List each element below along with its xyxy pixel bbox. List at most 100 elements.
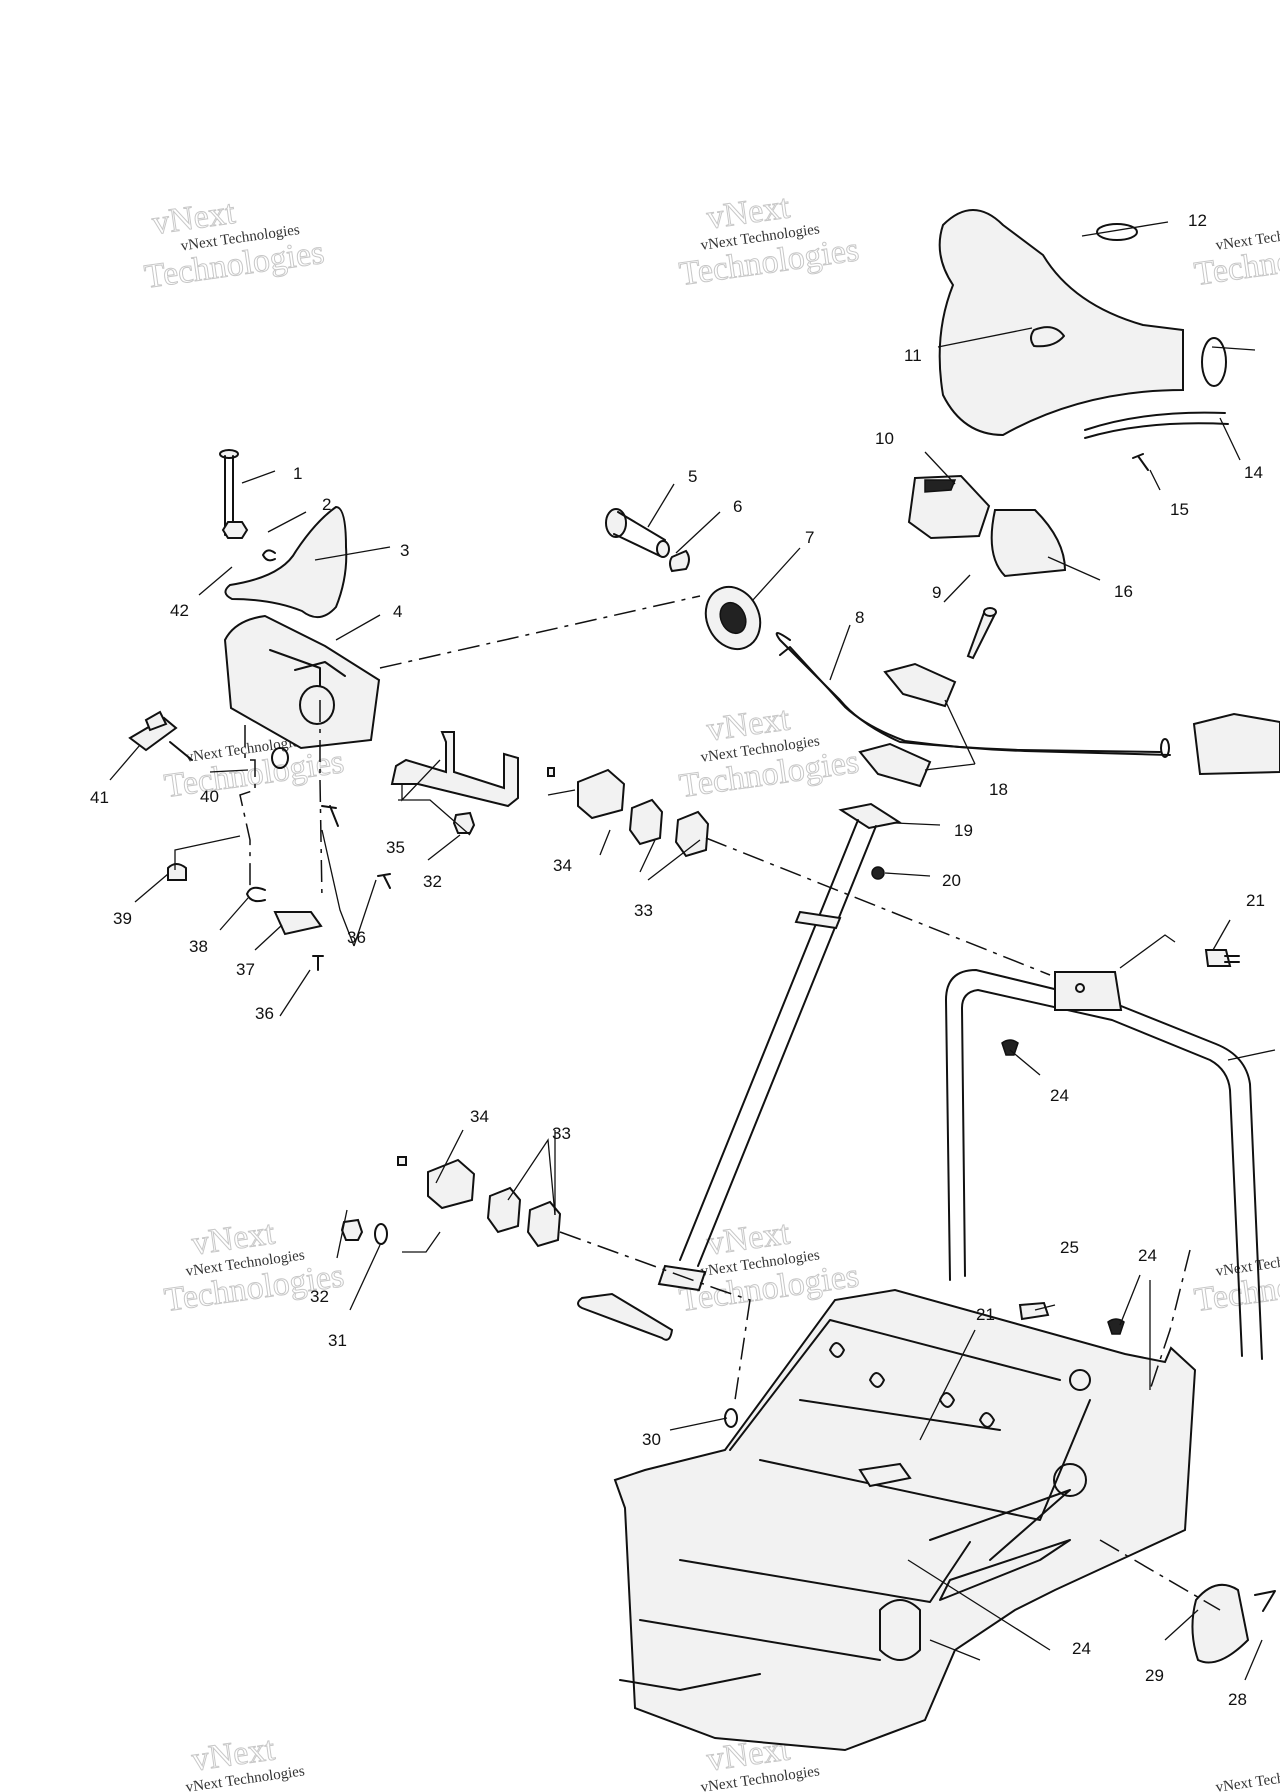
- part-ring-mount: [704, 585, 762, 651]
- callout-33b: 33: [552, 1124, 571, 1143]
- part-support-hoop: [945, 969, 1263, 1360]
- callout-28: 28: [1228, 1690, 1247, 1709]
- part-mount-bracket: [390, 731, 519, 808]
- callout-7: 7: [805, 528, 814, 547]
- callout-24c: 24: [1072, 1639, 1091, 1658]
- centerline-bushing-lower: [559, 1231, 751, 1401]
- callout-15: 15: [1170, 500, 1189, 519]
- callout-24a: 24: [1050, 1086, 1069, 1105]
- callout-21a: 21: [1246, 891, 1265, 910]
- callout-8: 8: [855, 608, 864, 627]
- part-sensor-41: [128, 710, 193, 761]
- centerline-pin-vertical: [319, 700, 323, 901]
- callout-11: 11: [904, 346, 922, 365]
- svg-text:vNext Technologies: vNext Technologies: [1215, 1763, 1280, 1792]
- callout-24b: 24: [1138, 1246, 1157, 1265]
- callout-18: 18: [989, 780, 1008, 799]
- part-bolt-9: [966, 607, 997, 660]
- centerline-housing-ring: [379, 595, 701, 669]
- part-switch-cover: [990, 509, 1067, 578]
- part-e-clip-top: [262, 549, 276, 562]
- part-handlebar-clamps: [858, 662, 957, 788]
- callout-42: 42: [170, 601, 189, 620]
- part-bushing-stack-lower: [397, 1156, 562, 1248]
- callout-41: 41: [90, 788, 109, 807]
- part-switch-housing: [907, 474, 991, 540]
- centerline-hoop-right: [1149, 1249, 1191, 1391]
- callout-2: 2: [322, 495, 331, 514]
- callout-36b: 36: [255, 1004, 274, 1023]
- part-bulkhead: [613, 1288, 1197, 1752]
- part-column-plate: [838, 802, 902, 830]
- callout-29: 29: [1145, 1666, 1164, 1685]
- callout-5: 5: [688, 467, 697, 486]
- callout-38: 38: [189, 937, 208, 956]
- part-lever-bracket: [224, 505, 348, 618]
- watermark-8: vNext Technologies Technologies: [1192, 1247, 1280, 1319]
- part-handlebar: [775, 632, 1171, 758]
- part-steering-column: [657, 819, 877, 1292]
- part-bolt-25: [1018, 1301, 1050, 1321]
- part-washer-31: [374, 1223, 388, 1245]
- part-nut-32a: [452, 811, 476, 834]
- part-bushing: [669, 549, 690, 573]
- part-nut-42: [221, 521, 249, 539]
- part-plug-39: [167, 863, 187, 881]
- callout-9: 9: [932, 583, 941, 602]
- part-pivot-pin: [605, 508, 670, 558]
- callout-31: 31: [328, 1331, 347, 1350]
- callout-4: 4: [393, 602, 402, 621]
- part-bushing-stack-upper: [547, 767, 710, 858]
- watermark-2: vNext vNext Technologies Technologies: [677, 188, 862, 294]
- callout-19: 19: [954, 821, 973, 840]
- part-oring-40: [271, 747, 289, 769]
- part-e-clip-lower: [246, 886, 266, 903]
- part-plate-37: [273, 911, 323, 936]
- part-handlebar-pad: [938, 209, 1229, 439]
- callout-30: 30: [642, 1430, 661, 1449]
- callout-32b: 32: [310, 1287, 329, 1306]
- part-screw-36b: [377, 873, 391, 889]
- centerline-sensor: [239, 725, 256, 890]
- callout-labels: 1 2 3 4 5 6 7 8 9 10 11 12 14 15 16 18 1…: [90, 211, 1265, 1709]
- part-rear-cover: [1191, 1583, 1276, 1664]
- part-nut-20: [871, 866, 885, 880]
- callout-14: 14: [1244, 463, 1263, 482]
- centerline-bushing-upper: [705, 837, 1051, 976]
- callout-1: 1: [293, 464, 302, 483]
- centerline-cover: [1099, 1539, 1221, 1611]
- callout-40: 40: [200, 787, 219, 806]
- callout-34b: 34: [470, 1107, 489, 1126]
- part-steering-arm: [577, 1292, 674, 1341]
- callout-20: 20: [942, 871, 961, 890]
- callout-37: 37: [236, 960, 255, 979]
- callout-33a: 33: [634, 901, 653, 920]
- part-throttle-housing: [223, 614, 381, 750]
- part-screw-36a: [321, 805, 339, 827]
- callout-34a: 34: [553, 856, 572, 875]
- callout-3: 3: [400, 541, 409, 560]
- part-screw-36c: [312, 955, 324, 971]
- part-nut-32b: [340, 1218, 364, 1241]
- part-clip-24b: [1107, 1318, 1125, 1335]
- callout-6: 6: [733, 497, 742, 516]
- watermark-5: vNext vNext Technologies Technologies: [677, 700, 862, 806]
- watermark-9: vNext vNext Technologies: [185, 1730, 306, 1792]
- callout-12: 12: [1188, 211, 1207, 230]
- callout-21b: 21: [976, 1305, 995, 1324]
- callout-32a: 32: [423, 872, 442, 891]
- callout-36a: 36: [347, 928, 366, 947]
- part-control-block-right: [1192, 712, 1280, 776]
- leader-lines: [109, 221, 1276, 1681]
- callout-39: 39: [113, 909, 132, 928]
- callout-25: 25: [1060, 1238, 1079, 1257]
- callout-35: 35: [386, 838, 405, 857]
- callout-10: 10: [875, 429, 894, 448]
- part-bolt-21a: [1204, 949, 1240, 967]
- watermark-11: vNext Technologies: [1215, 1763, 1280, 1792]
- callout-16: 16: [1114, 582, 1133, 601]
- part-clip-24a: [1001, 1039, 1019, 1056]
- part-screw-15: [1132, 453, 1149, 471]
- watermark-1: vNext vNext Technologies Technologies: [142, 193, 327, 296]
